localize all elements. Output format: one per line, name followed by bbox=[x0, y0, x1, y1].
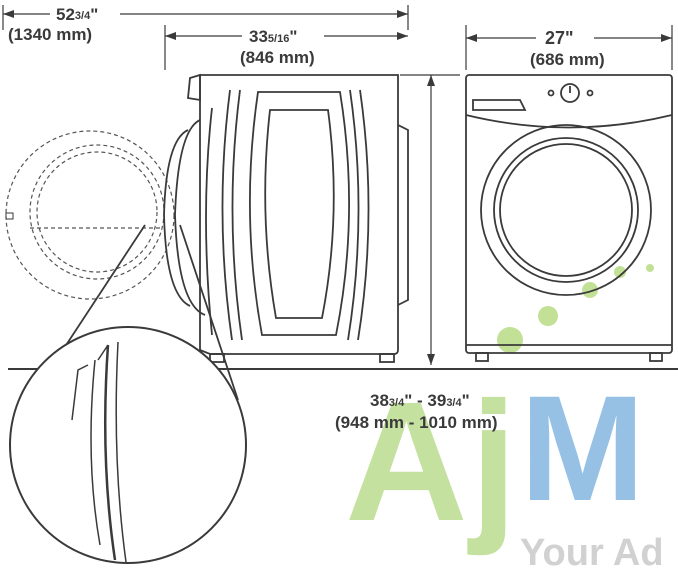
height-metric: (948 mm - 1010 mm) bbox=[335, 413, 498, 432]
svg-text:335/16": 335/16" bbox=[249, 27, 297, 46]
door-swing-outline bbox=[5, 130, 175, 300]
depth-metric: (846 mm) bbox=[240, 48, 315, 67]
dimension-depth: 335/16" (846 mm) bbox=[164, 25, 408, 70]
watermark-dot bbox=[497, 327, 523, 353]
height-unit: " bbox=[462, 391, 470, 410]
watermark-dot bbox=[614, 266, 626, 278]
depth-fraction: 5/16 bbox=[268, 33, 289, 45]
depth-unit: " bbox=[289, 27, 297, 46]
watermark-brand-m: M bbox=[520, 364, 645, 532]
height-max-fraction: 3/4 bbox=[446, 397, 462, 409]
height-max-whole: 39 bbox=[427, 391, 446, 410]
watermark-tagline: Your Ad bbox=[520, 532, 664, 574]
dryer-front-view bbox=[465, 74, 673, 362]
dimension-width: 27" (686 mm) bbox=[465, 25, 673, 70]
width-label: 27" bbox=[545, 28, 574, 48]
watermark-dot bbox=[538, 306, 558, 326]
overall-depth-fraction: 3/4 bbox=[75, 10, 91, 22]
door-detail-zoom bbox=[9, 326, 247, 564]
watermark-dot bbox=[582, 282, 598, 298]
dimension-overall-depth: 523/4" (1340 mm) bbox=[2, 5, 409, 44]
depth-whole: 33 bbox=[249, 27, 268, 46]
watermark: A j M Your Ad bbox=[345, 264, 664, 574]
height-separator: " - bbox=[404, 391, 427, 410]
watermark-brand-j: j bbox=[467, 367, 517, 557]
overall-depth-metric: (1340 mm) bbox=[8, 25, 92, 44]
height-min-fraction: 3/4 bbox=[389, 397, 405, 409]
width-metric: (686 mm) bbox=[530, 50, 605, 69]
height-min-whole: 38 bbox=[370, 391, 389, 410]
door-hinge-mark bbox=[5, 212, 14, 220]
overall-depth-whole: 52 bbox=[56, 5, 75, 24]
svg-text:383/4" - 393/4": 383/4" - 393/4" bbox=[370, 391, 470, 410]
watermark-dot bbox=[646, 264, 654, 272]
overall-depth-unit: " bbox=[90, 5, 98, 24]
watermark-brand-a: A bbox=[345, 367, 468, 557]
dimension-height: 383/4" - 393/4" (948 mm - 1010 mm) bbox=[335, 74, 498, 432]
svg-text:523/4": 523/4" bbox=[56, 5, 98, 24]
